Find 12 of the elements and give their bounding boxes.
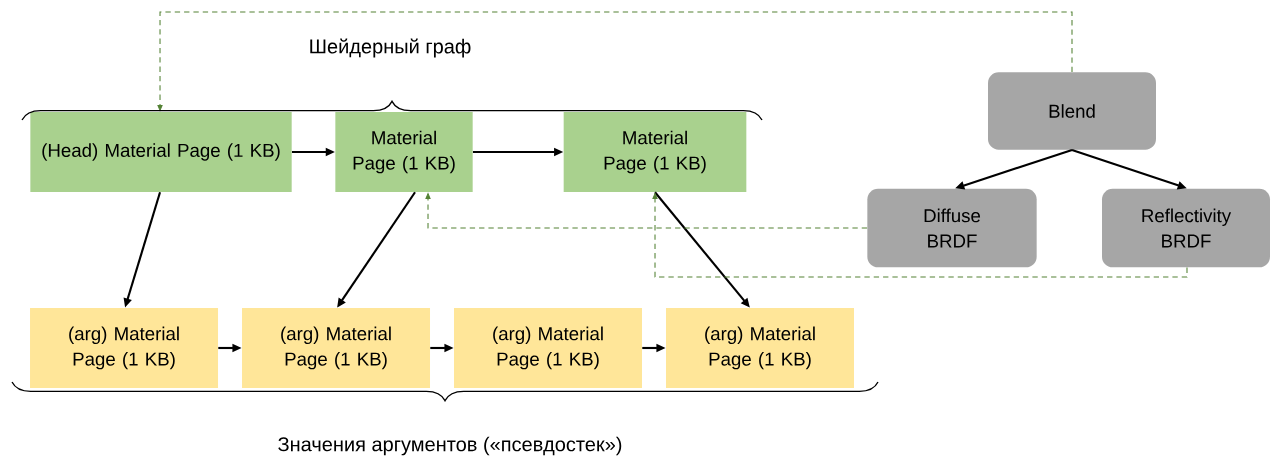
rounded-box: Blend xyxy=(988,72,1156,150)
page-box: (arg) Material Page (1 KB) xyxy=(454,308,642,388)
rounded-box: Reflectivity BRDF xyxy=(1102,188,1270,268)
group-label: Шейдерный граф xyxy=(310,38,471,58)
page-box: (Head) Material Page (1 KB) xyxy=(30,112,292,192)
page-box: (arg) Material Page (1 KB) xyxy=(666,308,854,388)
group-label: Значения аргументов («псевдостек») xyxy=(278,436,622,456)
rounded-box: Diffuse BRDF xyxy=(867,188,1037,268)
page-box: (arg) Material Page (1 KB) xyxy=(242,308,430,388)
page-box: (arg) Material Page (1 KB) xyxy=(30,308,218,388)
page-box: Material Page (1 KB) xyxy=(563,112,747,192)
page-box: Material Page (1 KB) xyxy=(335,112,473,192)
